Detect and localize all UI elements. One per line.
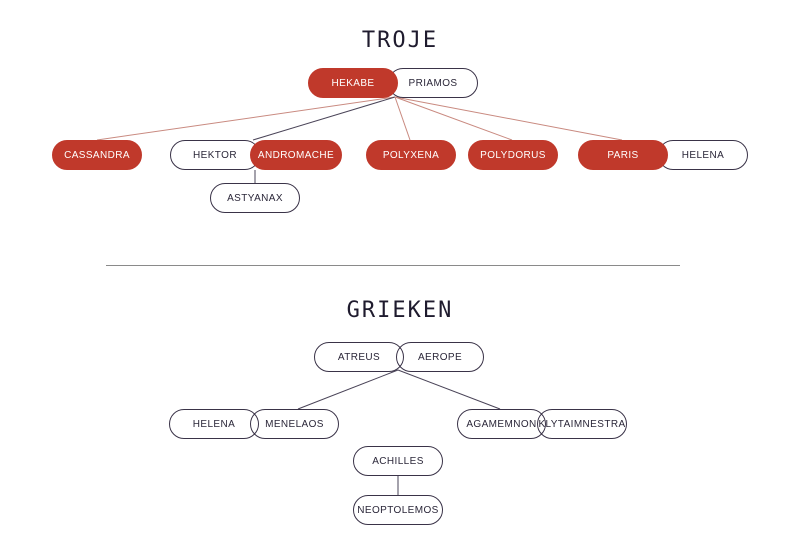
node-hekabe[interactable]: HEKABE xyxy=(308,68,398,98)
node-cassandra[interactable]: CASSANDRA xyxy=(52,140,142,170)
node-polydorus[interactable]: POLYDORUS xyxy=(468,140,558,170)
node-neoptolemos[interactable]: NEOPTOLEMOS xyxy=(353,495,443,525)
section-title-troje: TROJE xyxy=(361,28,439,53)
link-polydorus xyxy=(394,96,513,141)
node-menelaos[interactable]: MENELAOS xyxy=(250,409,339,439)
node-andromache[interactable]: ANDROMACHE xyxy=(250,140,342,170)
link-polyxena xyxy=(394,96,411,141)
node-achilles[interactable]: ACHILLES xyxy=(353,446,443,476)
node-paris[interactable]: PARIS xyxy=(578,140,668,170)
node-helena-grieken[interactable]: HELENA xyxy=(169,409,259,439)
node-helena-troje[interactable]: HELENA xyxy=(658,140,748,170)
node-priamos[interactable]: PRIAMOS xyxy=(388,68,478,98)
link-hektor xyxy=(252,96,396,141)
link-agamemnon xyxy=(397,369,501,410)
link-menelaos xyxy=(297,369,399,410)
node-atreus[interactable]: ATREUS xyxy=(314,342,404,372)
node-polyxena[interactable]: POLYXENA xyxy=(366,140,456,170)
section-divider xyxy=(106,265,680,266)
node-aerope[interactable]: AEROPE xyxy=(396,342,484,372)
link-paris xyxy=(394,96,623,141)
node-klytaimnestra[interactable]: KLYTAIMNESTRA xyxy=(537,409,627,439)
section-title-grieken: GRIEKEN xyxy=(346,298,454,323)
node-hektor[interactable]: HEKTOR xyxy=(170,140,260,170)
link-cassandra xyxy=(96,96,396,141)
node-astyanax[interactable]: ASTYANAX xyxy=(210,183,300,213)
node-agamemnon[interactable]: AGAMEMNON xyxy=(457,409,546,439)
